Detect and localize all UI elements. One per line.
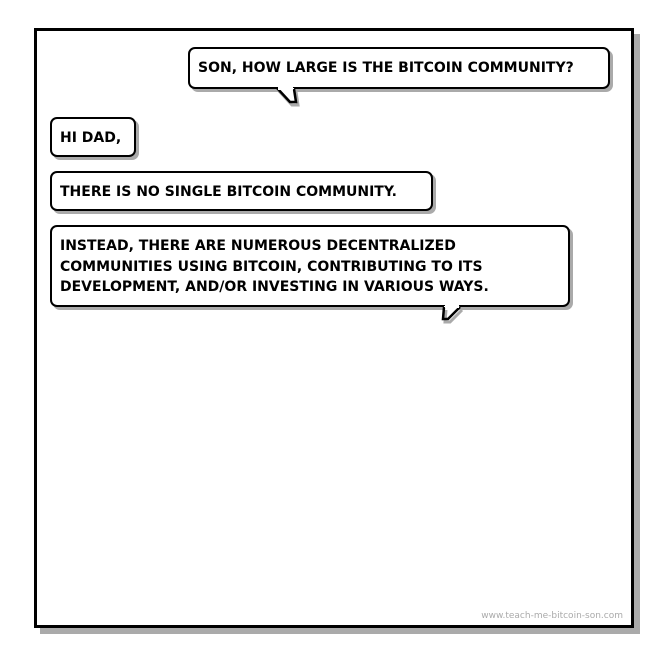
bubble-tail bbox=[441, 304, 464, 324]
speech-bubble-greeting: HI DAD, bbox=[50, 117, 136, 157]
site-credit: www.teach-me-bitcoin-son.com bbox=[481, 611, 623, 621]
speech-bubble-answer: THERE IS NO SINGLE BITCOIN COMMUNITY. bbox=[50, 171, 433, 211]
speech-bubble-question: SON, HOW LARGE IS THE BITCOIN COMMUNITY? bbox=[188, 47, 610, 89]
speech-bubble-explanation: INSTEAD, THERE ARE NUMEROUS DECENTRALIZE… bbox=[50, 225, 570, 307]
bubble-tail bbox=[276, 86, 300, 107]
